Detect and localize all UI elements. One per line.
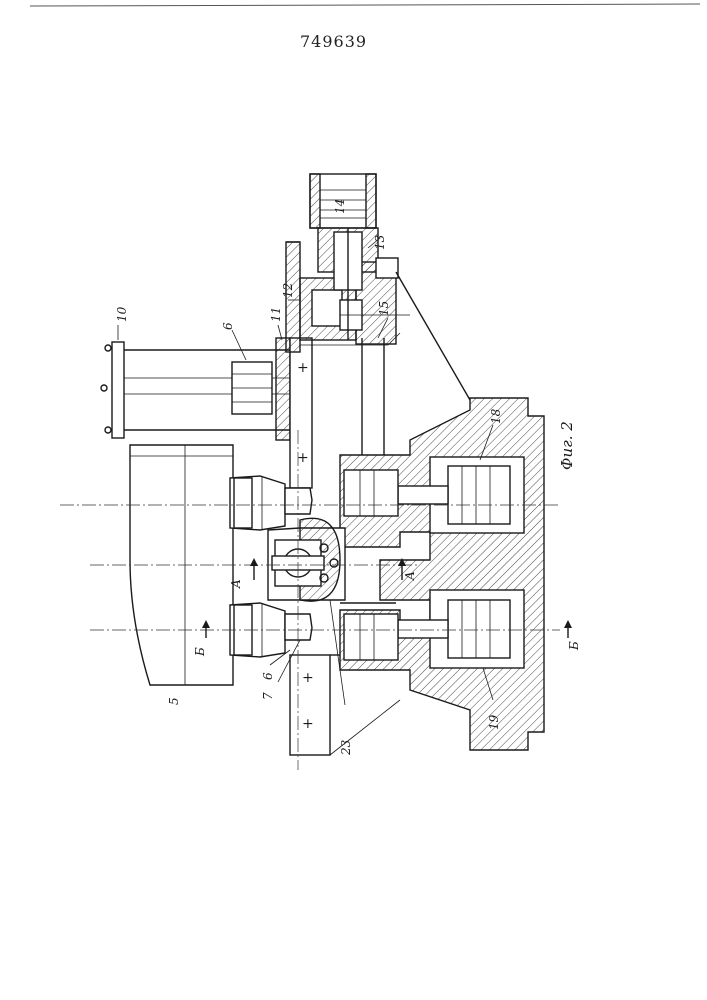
section-a-left: A [229, 579, 243, 589]
label-23: 23 [339, 739, 353, 756]
svg-text:+: + [297, 360, 309, 376]
part-10-clamp [101, 338, 290, 440]
section-b-right: Б [567, 641, 581, 651]
svg-text:+: + [297, 450, 309, 466]
svg-text:+: + [302, 716, 314, 732]
label-11: 11 [269, 307, 283, 322]
label-6: 6 [261, 672, 275, 680]
figure-caption: Фиг. 2 [558, 421, 576, 470]
label-10: 10 [115, 306, 129, 322]
label-8: 6 [221, 322, 235, 330]
label-13: 13 [373, 234, 387, 250]
label-7: 7 [261, 692, 275, 700]
section-a-right: A [403, 571, 417, 581]
lower-bar: + + [290, 655, 340, 755]
section-b-left: Б [193, 647, 207, 657]
central-head [268, 518, 345, 601]
label-12: 12 [281, 283, 295, 298]
main-housing [340, 398, 544, 750]
label-15: 15 [377, 301, 391, 316]
label-19: 19 [487, 714, 501, 730]
label-18: 18 [489, 408, 503, 424]
svg-text:+: + [302, 670, 314, 686]
label-5: 5 [167, 697, 181, 705]
label-14: 14 [333, 199, 347, 214]
